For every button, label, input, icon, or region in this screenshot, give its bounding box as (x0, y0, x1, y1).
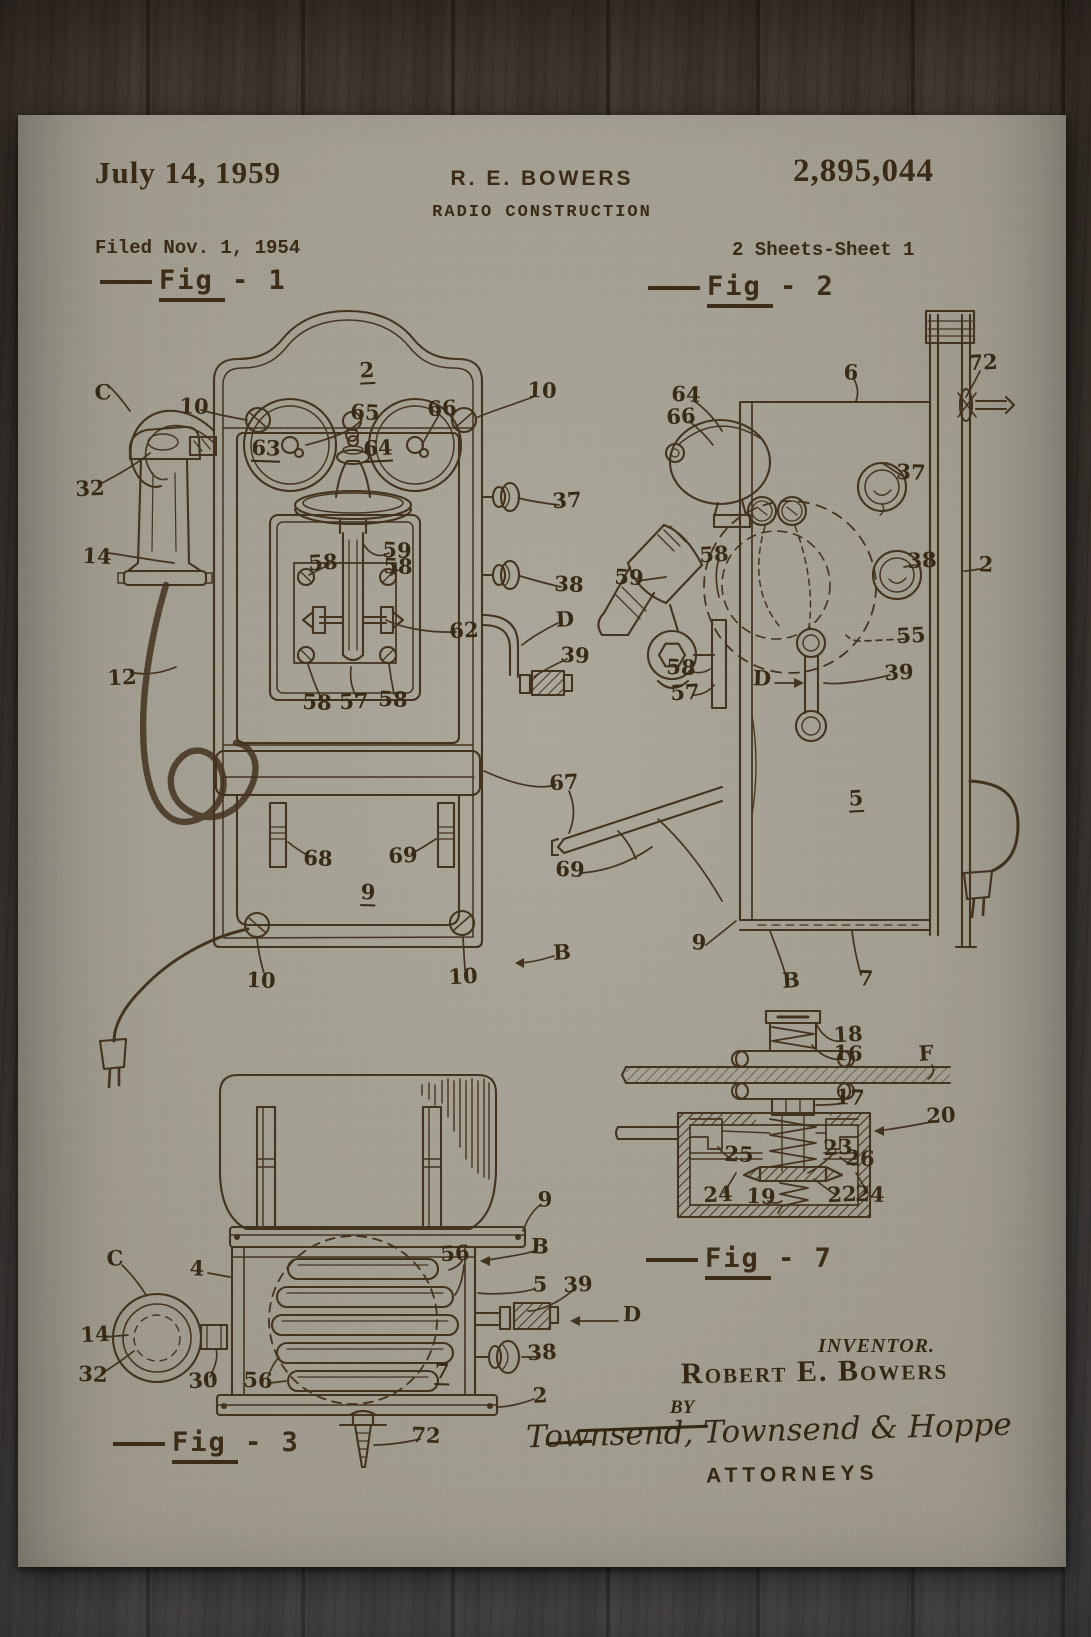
fig1-drawing (100, 311, 572, 1087)
fig2-drawing (552, 311, 1018, 977)
fig7-drawing (616, 1011, 950, 1217)
attorneys-label: ATTORNEYS (706, 1461, 879, 1488)
inventor-signature: Robert E. Bowers (681, 1353, 949, 1392)
patent-sheet: July 14, 1959 R. E. BOWERS RADIO CONSTRU… (18, 115, 1066, 1567)
fig3-drawing (102, 1075, 618, 1467)
